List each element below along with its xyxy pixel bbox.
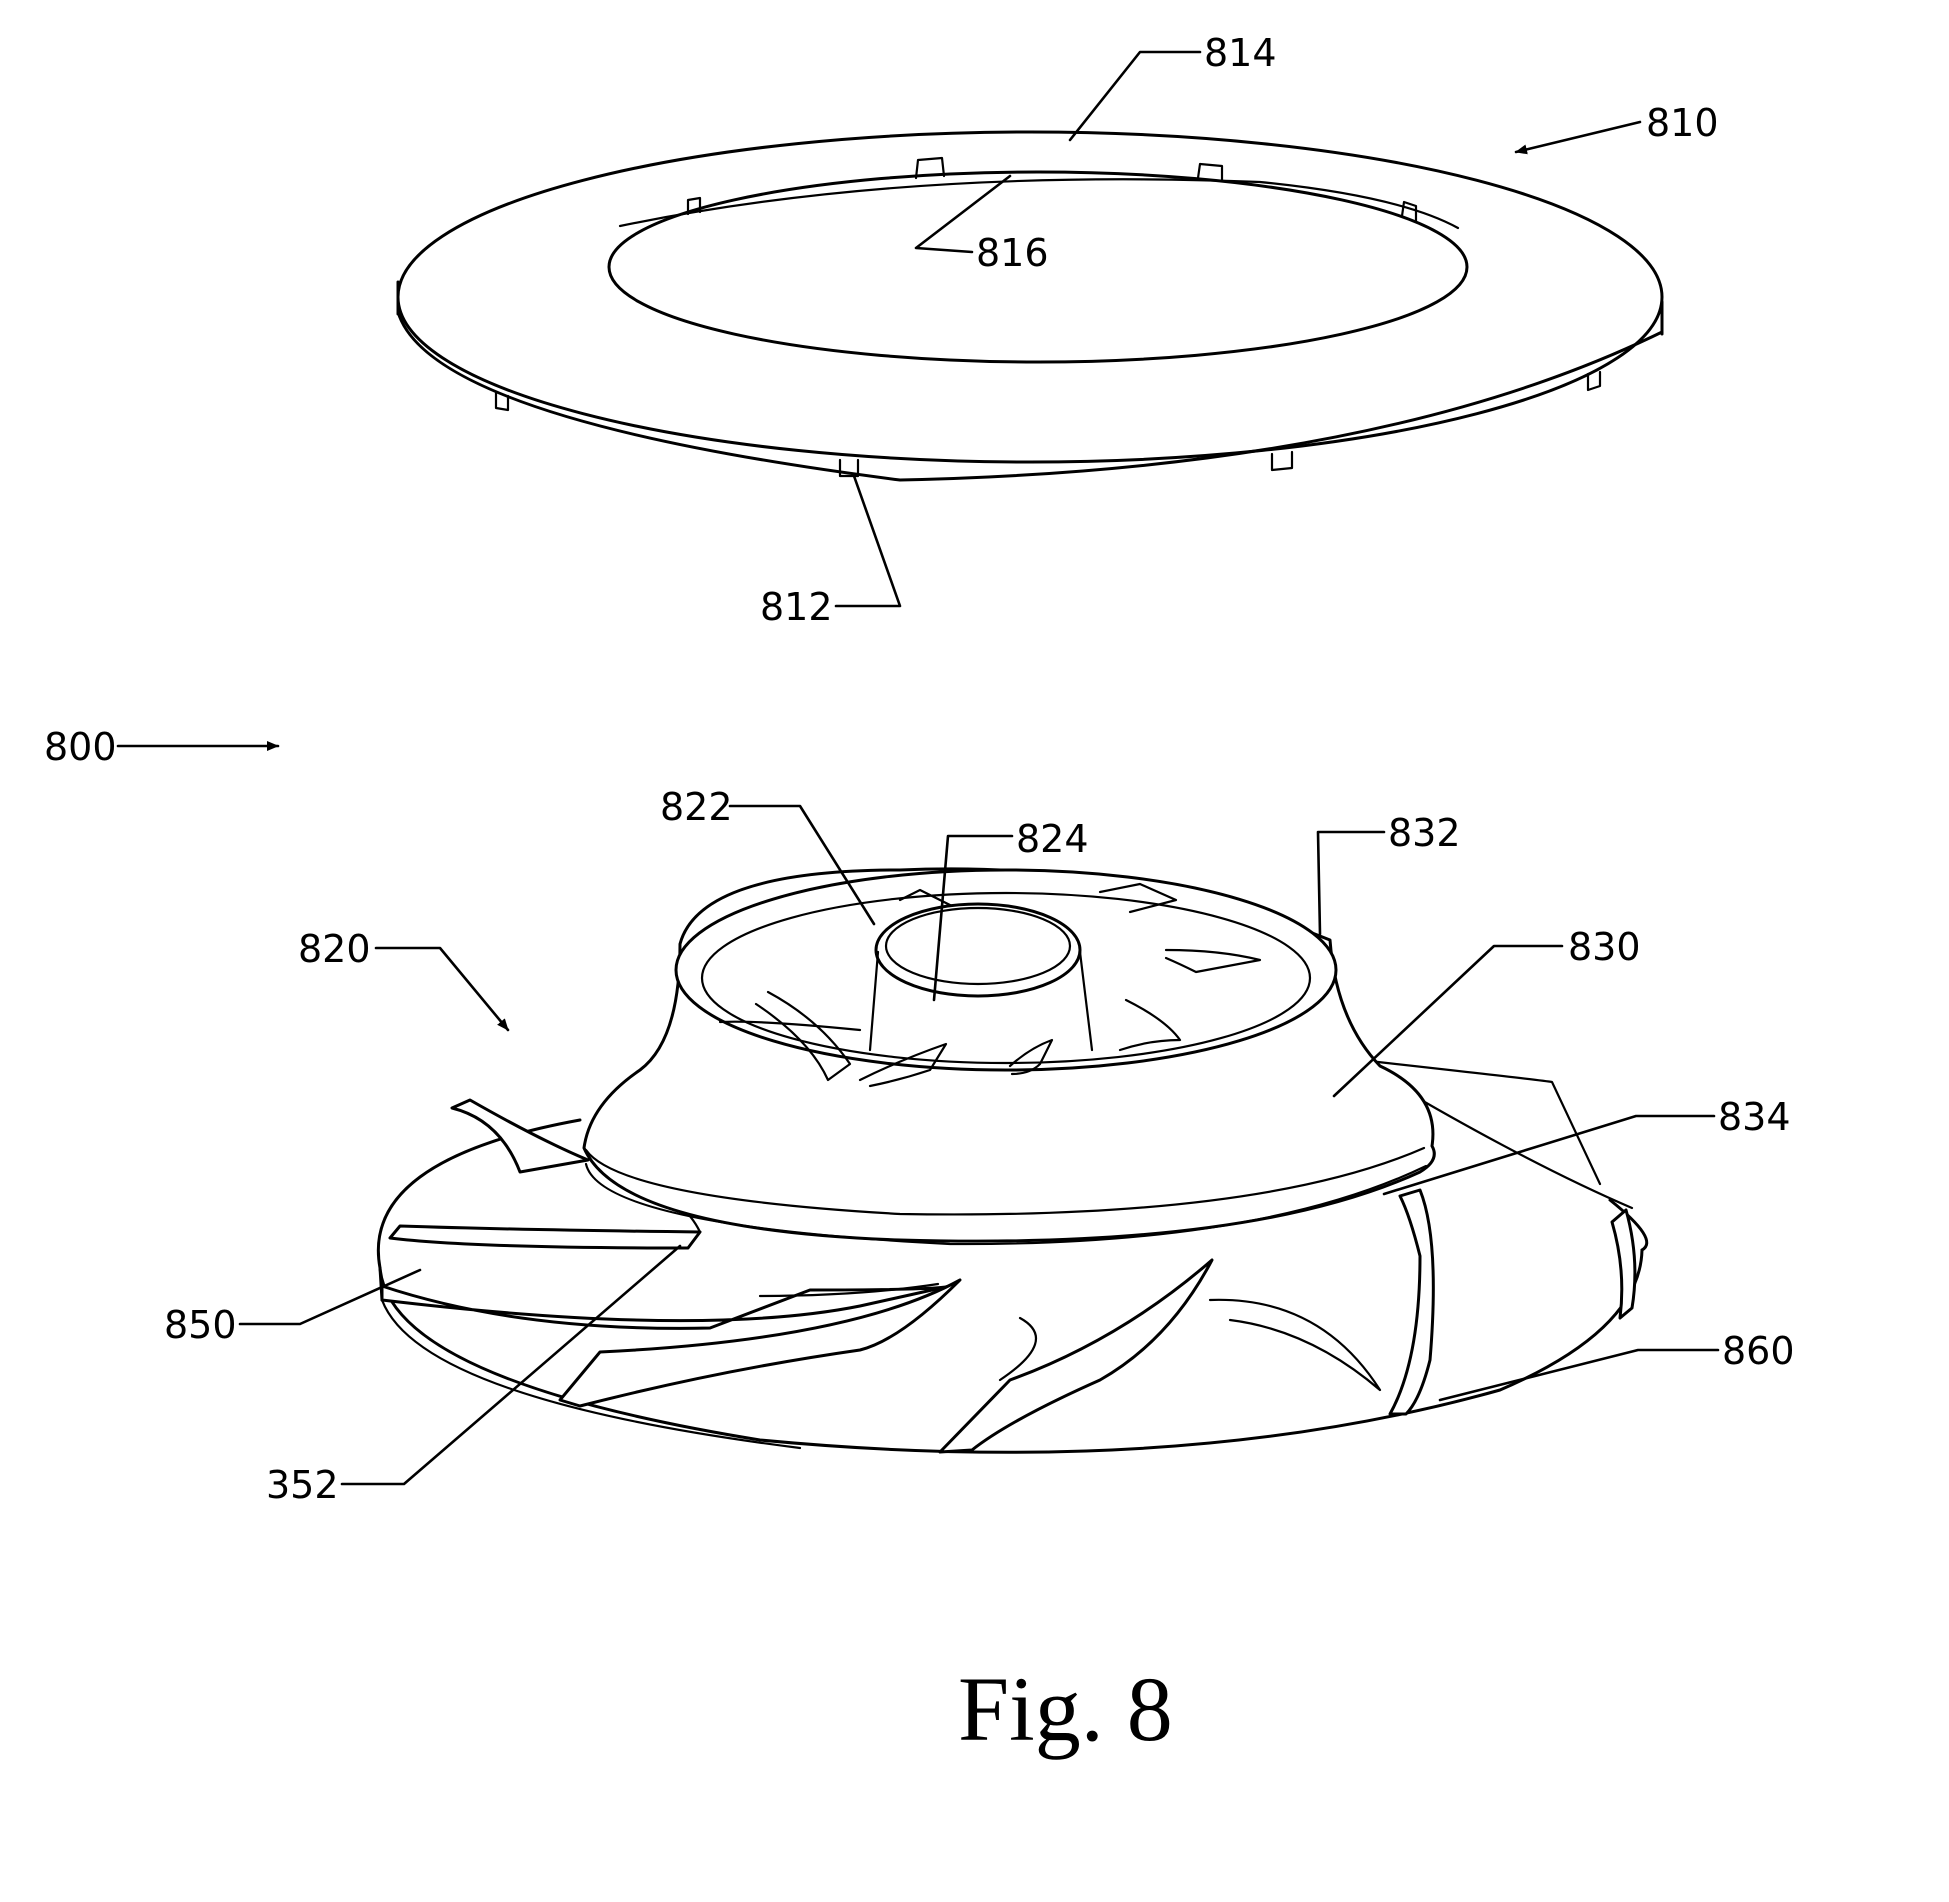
figure-caption: Fig. 8 — [958, 1658, 1173, 1760]
impeller-blade — [1612, 1210, 1635, 1318]
impeller — [378, 869, 1646, 1452]
leader-812 — [836, 476, 900, 606]
impeller-hub-top — [876, 904, 1080, 996]
leader-810-arrow — [1516, 122, 1640, 152]
impeller-blade — [1390, 1190, 1433, 1414]
leader-814 — [1070, 52, 1200, 140]
ref-label-850: 850 — [164, 1303, 237, 1347]
impeller-blade — [940, 1260, 1212, 1452]
ref-label-816: 816 — [976, 231, 1049, 275]
leader-860 — [1440, 1350, 1718, 1400]
cover-ring-inner-rim — [620, 179, 1458, 228]
ref-label-860: 860 — [1722, 1329, 1795, 1373]
ref-label-812: 812 — [760, 585, 833, 629]
cover-ring-outer-notch — [1272, 452, 1292, 470]
cover-ring — [398, 132, 1662, 480]
ref-label-800: 800 — [44, 725, 117, 769]
ref-label-822: 822 — [660, 785, 733, 829]
ref-label-832: 832 — [1388, 811, 1461, 855]
impeller-blade — [452, 1100, 588, 1172]
cover-ring-bottom-edge — [398, 312, 1662, 480]
ref-label-834: 834 — [1718, 1095, 1791, 1139]
ref-label-810: 810 — [1646, 101, 1719, 145]
leader-lines — [118, 52, 1718, 1484]
ref-label-352: 352 — [266, 1463, 339, 1507]
impeller-blade-curve — [1210, 1300, 1380, 1390]
leader-832 — [1318, 832, 1384, 934]
cover-ring-inner-tab — [1198, 164, 1222, 180]
leader-820-arrow — [376, 948, 508, 1030]
impeller-blade — [390, 1226, 700, 1248]
ref-label-830: 830 — [1568, 925, 1641, 969]
ref-label-814: 814 — [1204, 31, 1277, 75]
ref-label-820: 820 — [298, 927, 371, 971]
ref-label-824: 824 — [1016, 817, 1089, 861]
